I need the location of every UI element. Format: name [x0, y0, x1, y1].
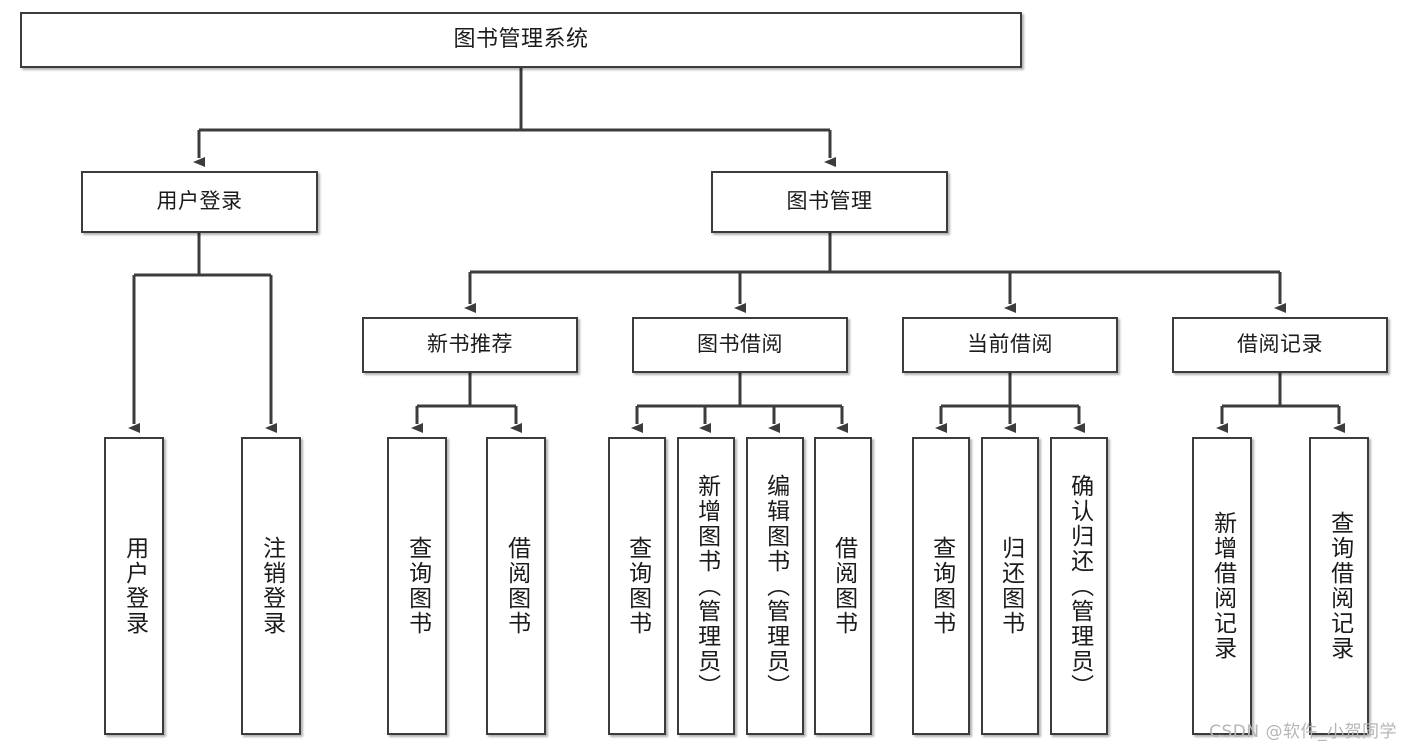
- node-label: 借阅图书: [830, 536, 857, 636]
- node-book-management[interactable]: 图书管理: [711, 171, 948, 233]
- node-label: 借阅记录: [1237, 332, 1323, 357]
- node-label: 查询图书: [624, 536, 651, 636]
- node-label: 图书借阅: [697, 332, 783, 357]
- node-label: 用户登录: [121, 536, 148, 636]
- node-label: 新增借阅记录: [1209, 511, 1236, 661]
- node-new-book-recommend[interactable]: 新书推荐: [362, 317, 578, 373]
- leaf-logout[interactable]: 注销登录: [241, 437, 301, 735]
- node-label: 用户登录: [156, 189, 243, 214]
- node-label: 当前借阅: [967, 332, 1053, 357]
- node-label: 图书管理系统: [453, 26, 589, 52]
- leaf-query-borrow-record[interactable]: 查询借阅记录: [1309, 437, 1369, 735]
- node-root-book-management-system[interactable]: 图书管理系统: [20, 12, 1022, 68]
- node-label: 新书推荐: [427, 332, 513, 357]
- node-book-borrow[interactable]: 图书借阅: [632, 317, 848, 373]
- leaf-user-login[interactable]: 用户登录: [104, 437, 164, 735]
- leaf-confirm-return-admin[interactable]: 确认归还（管理员）: [1050, 437, 1108, 735]
- leaf-query-book-current[interactable]: 查询图书: [912, 437, 970, 735]
- node-borrow-record[interactable]: 借阅记录: [1172, 317, 1388, 373]
- node-label: 查询图书: [928, 536, 955, 636]
- node-label: 编辑图书（管理员）: [762, 473, 789, 699]
- node-label: 借阅图书: [503, 536, 530, 636]
- leaf-query-book-recommend[interactable]: 查询图书: [387, 437, 447, 735]
- leaf-add-borrow-record[interactable]: 新增借阅记录: [1192, 437, 1252, 735]
- watermark: CSDN @软件_小贺同学: [1209, 722, 1397, 742]
- node-label: 新增图书（管理员）: [693, 473, 720, 699]
- node-label: 查询借阅记录: [1326, 511, 1353, 661]
- node-label: 归还图书: [997, 536, 1024, 636]
- leaf-borrow-book-recommend[interactable]: 借阅图书: [486, 437, 546, 735]
- node-current-borrow[interactable]: 当前借阅: [902, 317, 1118, 373]
- node-label: 查询图书: [404, 536, 431, 636]
- leaf-query-book-borrow[interactable]: 查询图书: [608, 437, 666, 735]
- node-label: 确认归还（管理员）: [1066, 473, 1093, 699]
- node-label: 图书管理: [786, 189, 873, 214]
- node-user-login[interactable]: 用户登录: [81, 171, 318, 233]
- node-label: 注销登录: [258, 536, 285, 636]
- leaf-edit-book-admin[interactable]: 编辑图书（管理员）: [746, 437, 804, 735]
- leaf-return-book[interactable]: 归还图书: [981, 437, 1039, 735]
- leaf-borrow-book[interactable]: 借阅图书: [814, 437, 872, 735]
- leaf-add-book-admin[interactable]: 新增图书（管理员）: [677, 437, 735, 735]
